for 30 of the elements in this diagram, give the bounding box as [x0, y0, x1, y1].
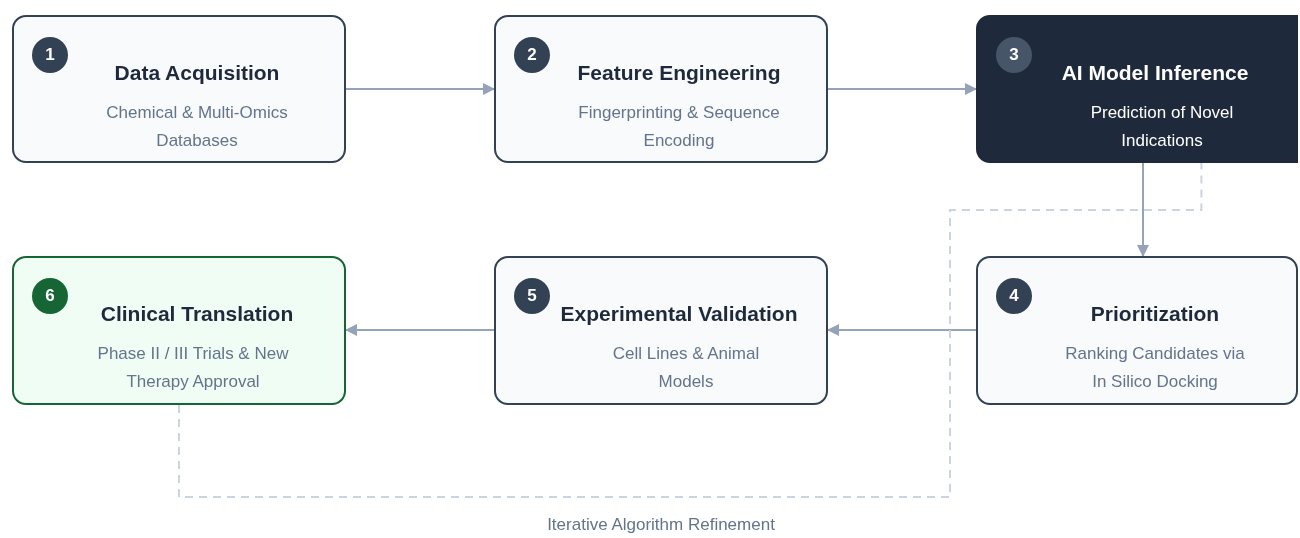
- process-step-box: [976, 15, 1298, 163]
- step-number-badge: 5: [514, 278, 550, 314]
- process-step-box: [12, 256, 346, 405]
- process-step-box: [976, 256, 1298, 405]
- step-number-badge: 2: [514, 37, 550, 73]
- step-number-badge: 4: [996, 278, 1032, 314]
- step-number-badge: 6: [32, 278, 68, 314]
- step-title: Data Acquisition: [113, 61, 281, 85]
- arrow: [345, 83, 495, 95]
- step-number-badge: 3: [996, 37, 1032, 73]
- process-step-box: [494, 256, 828, 405]
- process-step-box: [494, 15, 828, 163]
- step-description: Chemical & Multi-Omics Databases: [105, 102, 289, 152]
- step-title: AI Model Inference: [1060, 61, 1250, 85]
- step-description: Fingerprinting & Sequence Encoding: [577, 102, 781, 152]
- step-description: Cell Lines & Animal Models: [611, 343, 761, 393]
- feedback-connector: [178, 162, 1203, 498]
- step-title: Clinical Translation: [99, 302, 295, 326]
- step-description: Prediction of Novel Indications: [1089, 102, 1235, 152]
- arrow: [345, 324, 495, 336]
- step-description: Ranking Candidates via In Silico Docking: [1064, 343, 1246, 393]
- arrow: [1137, 162, 1149, 257]
- step-description: Phase II / III Trials & New Therapy Approval: [96, 343, 290, 393]
- step-title: Prioritization: [1089, 302, 1221, 326]
- arrow: [827, 324, 977, 336]
- step-number-badge: 1: [32, 37, 68, 73]
- step-title: Feature Engineering: [576, 61, 782, 85]
- arrow: [827, 83, 977, 95]
- step-title: Experimental Validation: [559, 302, 799, 326]
- process-step-box: [12, 15, 346, 163]
